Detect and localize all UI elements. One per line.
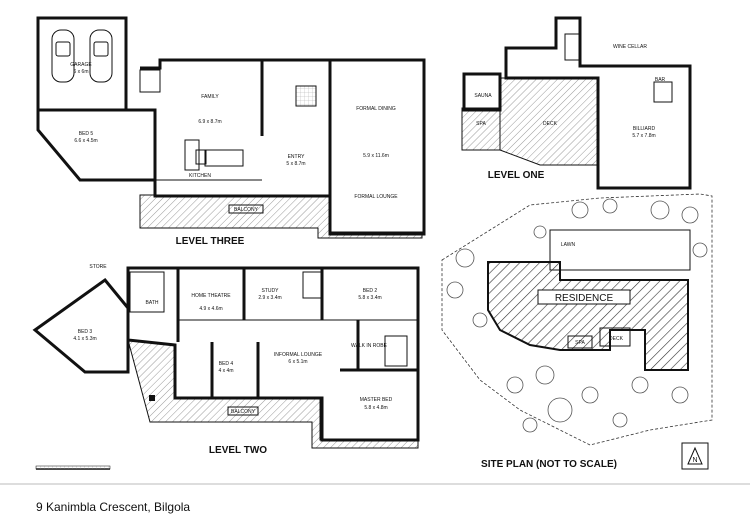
home-theatre-dim: 4.9 x 4.6m bbox=[199, 306, 222, 312]
bed5-dim: 6.6 x 4.5m bbox=[74, 138, 97, 144]
site-deck-label: DECK bbox=[609, 336, 624, 342]
bed3-dim: 4.1 x 5.3m bbox=[73, 336, 96, 342]
entry-dim: 5 x 8.7m bbox=[286, 161, 305, 167]
master-bed-label: MASTER BED bbox=[360, 397, 393, 403]
walk-in-robe-label: WALK IN ROBE bbox=[351, 343, 388, 349]
garage-dim: 6 x 6m bbox=[73, 69, 88, 75]
level-one-plan: WINE CELLAR SAUNA SPA DECK BAR BILLIARD … bbox=[461, 16, 692, 190]
spa-label: SPA bbox=[476, 121, 486, 127]
address-label: 9 Kanimbla Crescent, Bilgola bbox=[36, 500, 190, 514]
level-two-title: LEVEL TWO bbox=[209, 445, 267, 456]
family-label: FAMILY bbox=[201, 94, 219, 100]
level-three-plan: BALCONY GARAGE 6 x 6m BED 5 6.6 x 4.5m F… bbox=[36, 16, 426, 247]
balcony-three-label: BALCONY bbox=[234, 207, 259, 213]
bar-label: BAR bbox=[655, 77, 666, 83]
study-dim: 2.9 x 3.4m bbox=[258, 295, 281, 301]
bed4-label: BED 4 bbox=[219, 361, 234, 367]
site-plan-title: SITE PLAN (NOT TO SCALE) bbox=[481, 459, 617, 470]
home-theatre-label: HOME THEATRE bbox=[191, 293, 231, 299]
site-boundary bbox=[441, 193, 713, 446]
compass-label: N bbox=[692, 457, 697, 464]
informal-lounge-label: INFORMAL LOUNGE bbox=[274, 352, 323, 358]
bath-label: BATH bbox=[146, 300, 159, 306]
level-two-main-walls bbox=[126, 266, 420, 442]
informal-dim: 6 x 5.1m bbox=[288, 359, 307, 365]
level-three-title: LEVEL THREE bbox=[176, 236, 245, 247]
garage-label: GARAGE bbox=[70, 62, 92, 68]
bed5-room bbox=[36, 108, 157, 182]
bed5-label: BED 5 bbox=[79, 131, 94, 137]
bed2-dim: 5.8 x 3.4m bbox=[358, 295, 381, 301]
family-dim: 6.9 x 8.7m bbox=[198, 119, 221, 125]
study-label: STUDY bbox=[262, 288, 280, 294]
tree-icons bbox=[446, 198, 708, 433]
scale-bar bbox=[35, 465, 111, 470]
bed2-label: BED 2 bbox=[363, 288, 378, 294]
car-icon bbox=[51, 29, 113, 83]
residence-building bbox=[487, 261, 689, 371]
bed4-dim: 4 x 4m bbox=[218, 368, 233, 374]
wine-cellar-label: WINE CELLAR bbox=[613, 44, 647, 50]
site-spa-label: SPA bbox=[575, 340, 585, 346]
formal-lounge-label: FORMAL LOUNGE bbox=[354, 194, 398, 200]
lawn-label: LAWN bbox=[561, 242, 576, 248]
billiard-label: BILLIARD bbox=[633, 126, 656, 132]
site-plan: RESIDENCE SPA DECK LAWN N SITE PLAN (NOT… bbox=[441, 193, 713, 470]
level-one-title: LEVEL ONE bbox=[488, 170, 545, 181]
kitchen-label: KITCHEN bbox=[189, 173, 211, 179]
billiard-dim: 5.7 x 7.8m bbox=[632, 133, 655, 139]
lawn-area bbox=[549, 229, 691, 271]
deck-label: DECK bbox=[543, 121, 558, 127]
balcony-two-label: BALCONY bbox=[231, 409, 256, 415]
residence-label: RESIDENCE bbox=[555, 293, 614, 304]
entry-label: ENTRY bbox=[288, 154, 306, 160]
level-two-plan: BALCONY STORE BATH BED 3 4.1 x 5.3m HOME… bbox=[32, 264, 420, 456]
level-three-main-walls bbox=[140, 58, 426, 236]
master-dim: 5.8 x 4.8m bbox=[364, 405, 387, 411]
compass-box bbox=[681, 442, 709, 470]
balcony-three bbox=[139, 194, 423, 239]
sauna-label: SAUNA bbox=[474, 93, 492, 99]
store-label: STORE bbox=[89, 264, 107, 270]
formal-dining-label: FORMAL DINING bbox=[356, 106, 396, 112]
bed3-label: BED 3 bbox=[78, 329, 93, 335]
bed3-room bbox=[32, 277, 130, 374]
formal-dim: 5.9 x 11.6m bbox=[363, 153, 389, 159]
